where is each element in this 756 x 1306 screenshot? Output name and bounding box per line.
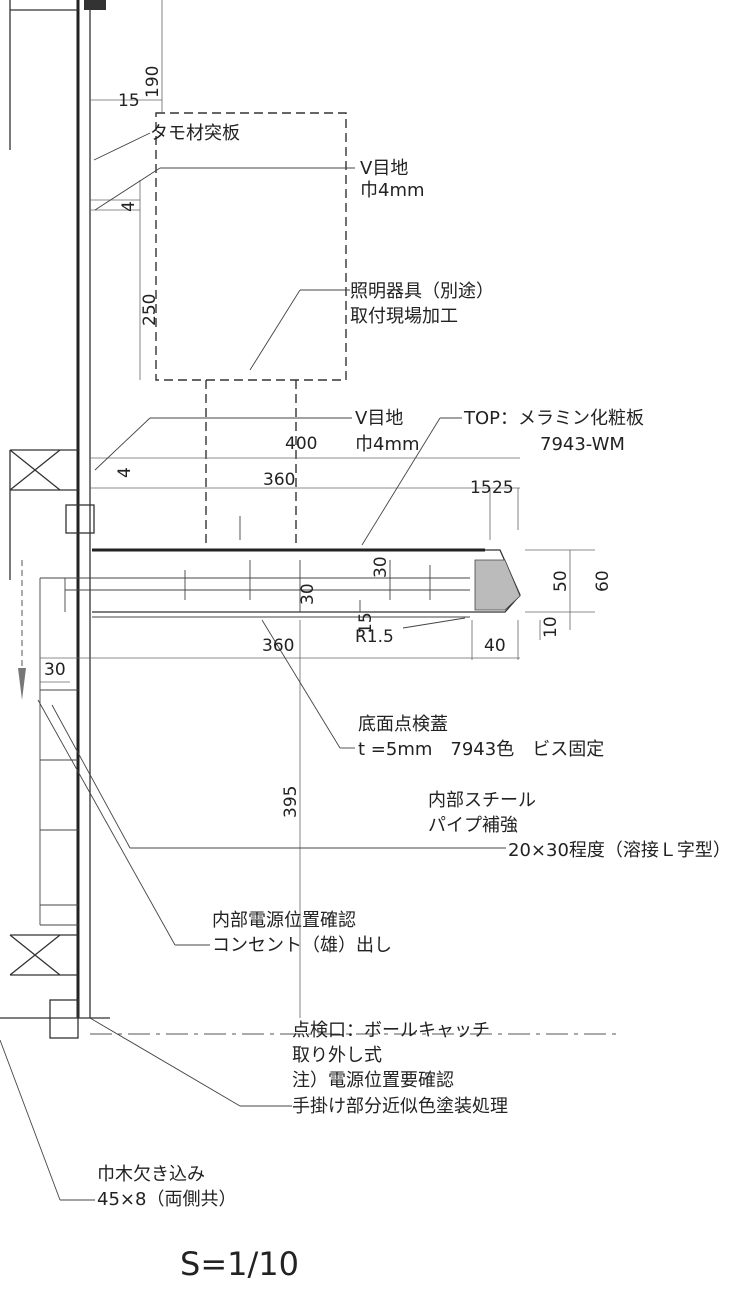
dim-15-bottom: 15 — [356, 612, 376, 634]
inspection-label: 点検口：ボールキャッチ — [292, 1020, 490, 1041]
light-fixture-install-label: 取付現場加工 — [350, 306, 458, 327]
power-check-label: 内部電源位置確認 — [212, 910, 356, 931]
dim-50: 50 — [551, 570, 571, 592]
radius-label: R1.5 — [355, 627, 394, 647]
dim-4-top: 4 — [119, 201, 139, 212]
light-fixture-outline — [155, 112, 350, 548]
scale-label: S=1/10 — [180, 1245, 299, 1283]
power-note-label: 注）電源位置要確認 — [292, 1070, 454, 1091]
dim-190: 190 — [143, 66, 163, 98]
dim-30-top: 30 — [371, 556, 391, 578]
v-joint-top-width-label: 巾4mm — [360, 180, 425, 201]
handle-paint-label: 手掛け部分近似色塗装処理 — [292, 1095, 508, 1117]
v-joint-top-label: V目地 — [360, 158, 408, 179]
baseboard-label: 巾木欠き込み — [97, 1164, 205, 1185]
bottom-cover-spec-label: t =5mm 7943色 ビス固定 — [358, 739, 604, 760]
steel-pipe-reinforce-label: パイプ補強 — [428, 815, 518, 836]
veneer-label: タモ材突板 — [150, 123, 240, 144]
dim-250: 250 — [140, 294, 160, 326]
v-joint-mid-label: V目地 — [355, 408, 403, 429]
dim-25: 25 — [492, 478, 514, 498]
dim-30-left: 30 — [44, 660, 66, 680]
steel-pipe-label: 内部スチール — [428, 790, 536, 811]
dim-10: 10 — [541, 616, 561, 638]
removable-label: 取り外し式 — [292, 1045, 382, 1066]
steel-pipe-size-label: 20×30程度（溶接Ｌ字型） — [508, 840, 731, 861]
light-fixture-label: 照明器具（別途） — [350, 281, 494, 302]
dim-30-mid: 30 — [298, 583, 318, 605]
dim-400: 400 — [285, 434, 317, 454]
top-material-code-label: 7943-WM — [540, 434, 625, 455]
top-material-label: TOP：メラミン化粧板 — [463, 408, 644, 429]
dim-395: 395 — [281, 786, 301, 818]
v-joint-mid-width-label: 巾4mm — [355, 434, 420, 455]
dim-60: 60 — [593, 570, 613, 592]
dim-15-top: 15 — [118, 91, 140, 111]
dim-40: 40 — [484, 636, 506, 656]
dim-360-top: 360 — [263, 470, 295, 490]
baseboard-size-label: 45×8（両側共） — [97, 1189, 236, 1210]
bottom-cover-label: 底面点検蓋 — [358, 714, 448, 735]
outlet-label: コンセント（雄）出し — [212, 935, 392, 956]
counter-top — [39, 516, 521, 620]
dim-4-mid: 4 — [115, 467, 135, 478]
dim-15-right: 15 — [470, 478, 492, 498]
wall-structure — [0, 0, 110, 1039]
leader-lines — [0, 132, 506, 1201]
dim-360-bottom: 360 — [262, 636, 294, 656]
dimension-lines — [40, 0, 595, 1018]
